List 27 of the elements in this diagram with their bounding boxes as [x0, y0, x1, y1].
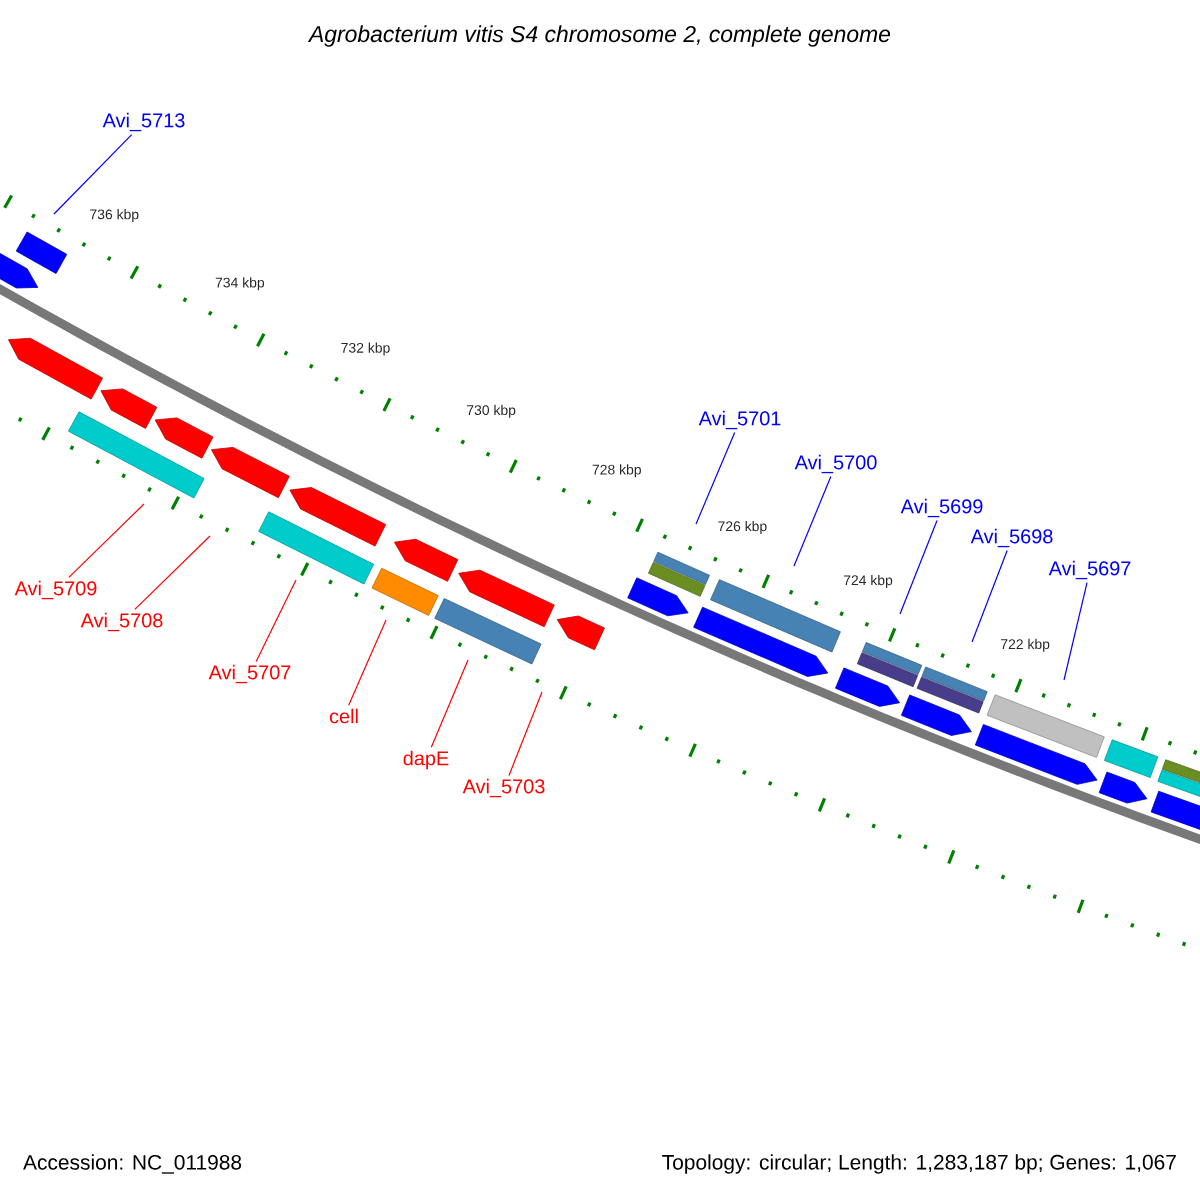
- leader-line: [695, 432, 736, 525]
- gene-label: Avi_5708: [80, 612, 163, 632]
- gene-label: Avi_5699: [900, 498, 983, 518]
- gene-label: Avi_5709: [14, 580, 97, 600]
- gene-label: Avi_5697: [1048, 560, 1131, 580]
- leader-line: [899, 520, 938, 615]
- gene-label: Avi_5700: [794, 454, 877, 474]
- leader-line: [793, 476, 832, 567]
- gene-label: Avi_5707: [208, 664, 291, 684]
- leader-line: [430, 659, 469, 748]
- genome-info-text: Topology: circular; Length: 1,283,187 bp; Genes: 1,067: [662, 1154, 1176, 1174]
- leader-line: [255, 579, 297, 662]
- leader-line: [53, 134, 133, 215]
- accession-text: Accession: NC_011988: [23, 1154, 242, 1174]
- title: Agrobacterium vitis S4 chromosome 2, complete genome: [307, 25, 891, 47]
- leader-line: [971, 550, 1008, 643]
- leader-line: [508, 691, 543, 776]
- gene-label: cell: [329, 708, 358, 724]
- gene-label: Avi_5703: [462, 778, 545, 798]
- gene-label: Avi_5701: [698, 410, 781, 430]
- leader-line: [134, 535, 211, 610]
- gene-label: dapE: [403, 750, 449, 770]
- leader-line: [68, 503, 145, 578]
- gene-label: Avi_5713: [102, 112, 185, 132]
- leader-line: [348, 619, 387, 706]
- leader-line: [1063, 582, 1088, 681]
- gene-label: Avi_5698: [970, 528, 1053, 548]
